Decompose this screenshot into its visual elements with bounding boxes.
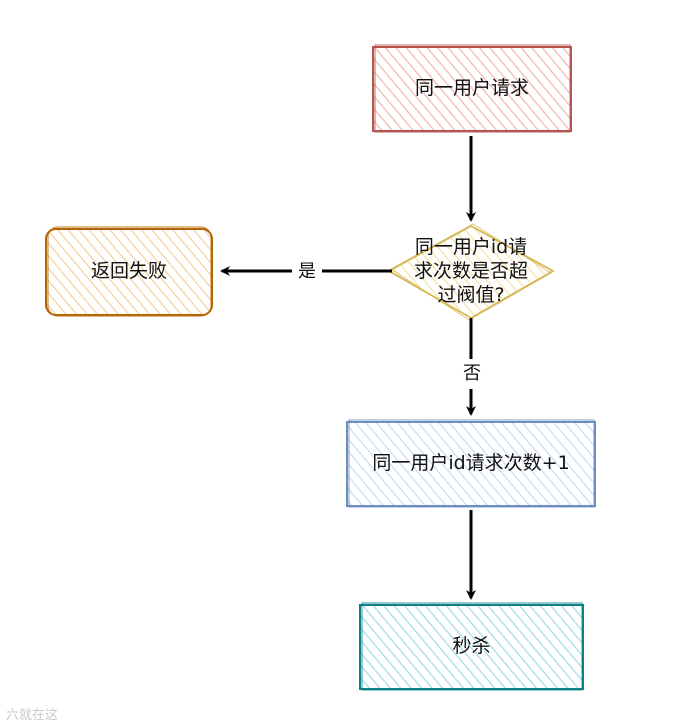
watermark: 六就在这 <box>6 708 59 723</box>
increment-node-fill <box>347 422 595 506</box>
increment-node-label: 同一用户id请求次数+1 <box>372 452 570 475</box>
increment-node-border <box>346 421 596 507</box>
no-edge-label: 否 <box>463 362 481 384</box>
request-node-fill <box>373 47 571 131</box>
request-node-label: 同一用户请求 <box>414 77 529 100</box>
increment-node-sketch <box>348 419 595 508</box>
decision-label-line2: 求次数是否超 <box>413 260 528 283</box>
request-node-border <box>372 46 572 132</box>
decision-node-sketch <box>389 223 553 321</box>
seckill-node-label: 秒杀 <box>452 635 491 658</box>
request-node[interactable] <box>372 44 572 133</box>
yes-edge-label: 是 <box>298 260 316 282</box>
fail-node-label: 返回失败 <box>90 260 167 283</box>
increment-node[interactable] <box>346 419 596 508</box>
yes-label-bg <box>292 259 322 285</box>
seckill-node[interactable] <box>359 602 584 691</box>
no-label-bg <box>458 359 486 389</box>
fail-node-fill <box>46 229 212 315</box>
seckill-node-fill <box>360 605 583 689</box>
request-node-sketch <box>374 44 571 133</box>
decision-label-line3: 过阀值? <box>437 283 505 306</box>
decision-node-label: 同一用户id请 求次数是否超 过阀值? <box>381 228 561 316</box>
seckill-node-border <box>359 604 584 690</box>
fail-node-border <box>45 228 213 316</box>
fail-node-sketch <box>47 226 212 317</box>
decision-label-line1: 同一用户id请 <box>414 236 528 259</box>
seckill-node-sketch <box>361 602 583 691</box>
fail-node[interactable] <box>45 226 213 317</box>
